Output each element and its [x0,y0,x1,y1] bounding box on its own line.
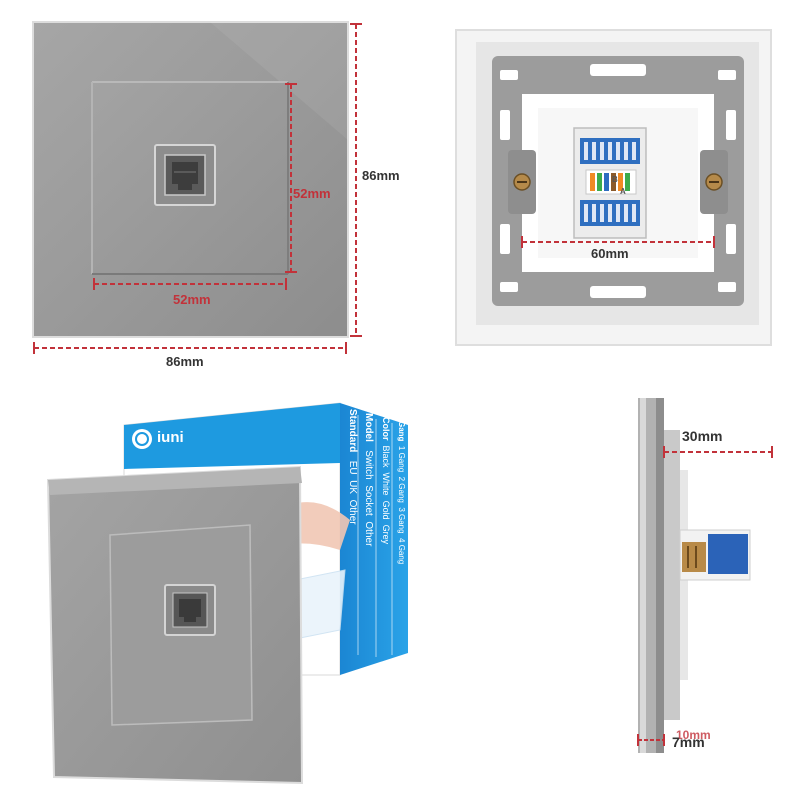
front-view: 52mm 52mm 86mm 86mm [0,0,420,370]
box-side [340,403,408,675]
inner-height-label: 52mm [293,186,331,201]
keystone-module [573,127,647,239]
outer-width-label: 86mm [166,354,204,369]
spec-heading-standard: Standard [347,409,358,453]
box-side-spec-col-2: Model Switch Socket Other [358,413,376,653]
product-box-drawing [46,402,408,785]
spec-item: 1 Gang [397,445,406,473]
spec-heading-color: Color [381,417,391,441]
spec-item: Grey [381,524,391,545]
spec-item: 3 Gang [397,507,406,534]
mount-spacing-label: 60mm [591,246,629,261]
side-view: 30mm 10mm 7mm [600,390,800,790]
spec-heading-gang: Gang [397,421,406,442]
dim-outer-width [33,342,347,354]
dim-inner-height [285,83,297,273]
dim-mount-spacing [521,236,715,248]
spec-item: 2 Gang [397,476,406,503]
mounting-frame-side [664,430,680,720]
brand-logo-icon [132,429,152,449]
dim-outer-height [350,23,362,337]
product-box-view: iuni Standard EU UK Other Model Switch S… [40,385,460,795]
box-side-spec-col-4: Gang 1 Gang 2 Gang 3 Gang 4 Gang [392,421,408,661]
spec-item: Switch [363,450,374,480]
front-view-drawing [32,21,362,354]
ethernet-port-angled-icon [164,584,216,636]
outer-height-label: 86mm [362,168,400,183]
dim-inner-width [93,278,287,290]
side-view-drawing [637,398,773,753]
keystone-module-side [679,529,751,581]
spec-item: White [381,472,391,496]
plate-thickness-b-label: 7mm [672,734,705,750]
right-screw-bracket [700,150,728,214]
spec-item: 4 Gang [397,538,406,565]
spec-item: Gold [381,500,391,520]
spec-heading-model: Model [363,413,374,442]
spec-item: UK [347,480,358,495]
depth-label: 30mm [682,428,723,444]
spec-item: Other [363,521,374,547]
box-side-spec-col-1: Standard EU UK Other [340,409,360,649]
keystone-code-b: B [612,175,618,184]
ethernet-port-icon [154,144,216,206]
back-view-drawing [455,29,772,346]
box-brand-name: iuni [157,429,184,446]
spec-item: Socket [363,485,374,516]
dim-depth [663,446,773,458]
spec-item: Black [381,445,391,468]
dim-thickness [637,734,665,746]
keystone-code-a: A [620,187,626,196]
box-side-spec-col-3: Color Black White Gold Grey [376,417,392,657]
back-view: B A 60mm [440,10,790,360]
plate-thickness-a-label: 10mm [676,728,711,742]
inner-width-label: 52mm [173,292,211,307]
spec-item: EU [347,460,358,475]
spec-item: Other [347,499,358,525]
left-screw-bracket [508,150,536,214]
